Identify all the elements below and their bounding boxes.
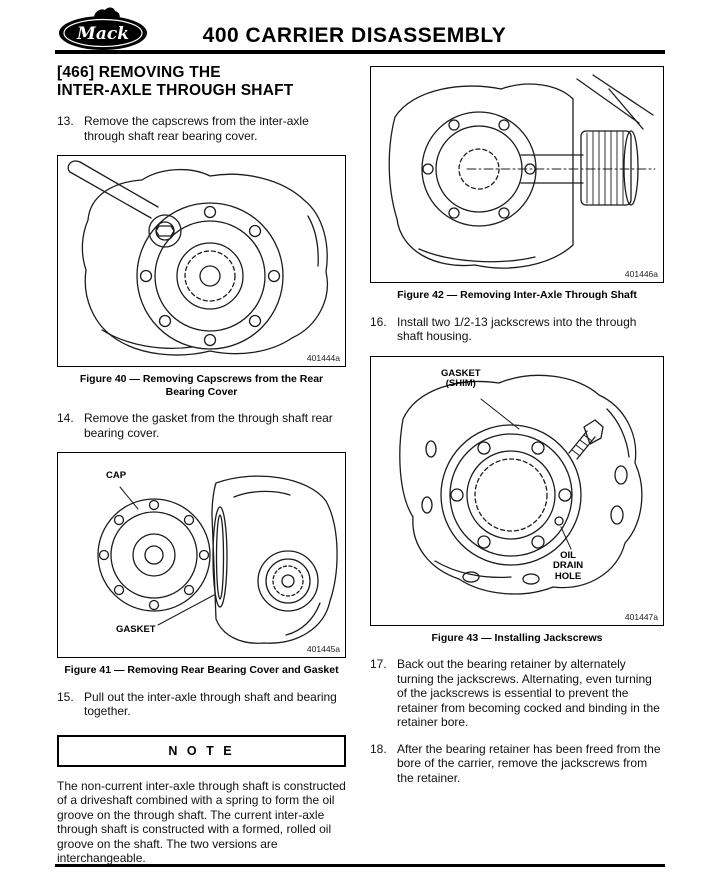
note-title: N O T E <box>168 743 235 758</box>
mack-logo-graphic: Mack <box>59 7 147 50</box>
step-17: 17. Back out the bearing retainer by alt… <box>370 657 664 730</box>
step-16-text: Install two 1/2-13 jackscrews into the t… <box>397 314 637 344</box>
step-16-number: 16. <box>370 314 387 329</box>
header-rule <box>55 50 665 54</box>
step-13-text: Remove the capscrews from the inter-axle… <box>84 114 309 143</box>
figure-42-caption: Figure 42 — Removing Inter-Axle Through … <box>397 289 637 301</box>
bottom-rule <box>55 864 665 867</box>
mack-logo: Mack <box>56 4 150 52</box>
oil-drain-hole-label: OIL DRAIN HOLE <box>553 549 584 582</box>
step-13-number: 13. <box>57 114 74 128</box>
step-16: 16. Install two 1/2-13 jackscrews into t… <box>370 315 664 344</box>
step-15-text: Pull out the inter-axle through shaft an… <box>84 689 337 719</box>
figure-43-caption: Figure 43 — Installing Jackscrews <box>431 631 603 644</box>
page-title: 400 CARRIER DISASSEMBLY <box>202 24 507 47</box>
figure-41-ref: 401445a <box>306 644 340 654</box>
step-18-number: 18. <box>370 741 387 756</box>
gasket-label: GASKET <box>116 624 156 635</box>
figure-42-box: 401446a <box>370 66 664 283</box>
figure-41-illustration <box>58 453 345 657</box>
step-13: 13. Remove the capscrews from the inter-… <box>57 114 346 143</box>
note-body: The non-current inter-axle through shaft… <box>57 778 346 866</box>
step-14: 14. Remove the gasket from the through s… <box>57 411 346 440</box>
step-15-number: 15. <box>57 689 74 704</box>
figure-40-illustration <box>58 156 345 366</box>
figure-40-ref: 401444a <box>306 353 340 363</box>
figure-43-box: GASKET (SHIM) OIL DRAIN HOLE 401447a <box>370 355 664 626</box>
figure-40-box: 401444a <box>57 155 346 367</box>
step-17-text: Back out the bearing retainer by alterna… <box>397 657 660 729</box>
step-15: 15. Pull out the inter-axle through shaf… <box>57 690 346 719</box>
step-14-text: Remove the gasket from the through shaft… <box>84 411 333 440</box>
figure-43-ref: 401447a <box>624 611 658 622</box>
gasket-shim-label: GASKET (SHIM) <box>441 367 481 389</box>
step-14-number: 14. <box>57 411 74 425</box>
figure-41-box: CAP GASKET 401445a <box>57 452 346 658</box>
step-18: 18. After the bearing retainer has been … <box>370 742 664 786</box>
step-17-number: 17. <box>370 657 387 671</box>
note-box: N O T E <box>57 734 346 767</box>
figure-42-ref: 401446a <box>624 269 658 279</box>
section-heading: [466] REMOVING THE INTER-AXLE THROUGH SH… <box>57 64 294 99</box>
content-columns: [466] REMOVING THE INTER-AXLE THROUGH SH… <box>57 58 665 866</box>
left-column: [466] REMOVING THE INTER-AXLE THROUGH SH… <box>57 58 346 866</box>
figure-40-caption: Figure 40 — Removing Capscrews from the … <box>79 373 324 398</box>
figure-43-illustration <box>371 357 663 625</box>
figure-42-illustration <box>371 67 663 282</box>
step-18-text: After the bearing retainer has been free… <box>397 741 661 785</box>
right-column: 401446a Figure 42 — Removing Inter-Axle … <box>370 58 664 866</box>
figure-41-caption: Figure 41 — Removing Rear Bearing Cover … <box>64 664 339 676</box>
cap-label: CAP <box>106 470 127 481</box>
mack-logo-text: Mack <box>76 24 129 44</box>
